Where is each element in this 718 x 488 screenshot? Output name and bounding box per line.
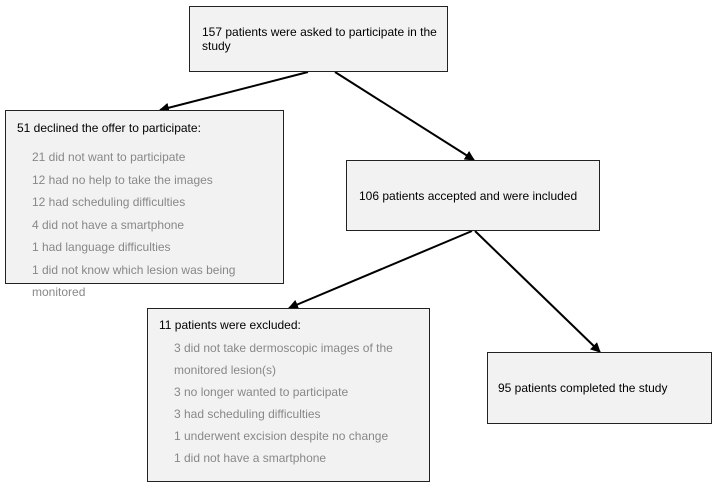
- declined-reason: 12 had no help to take the images: [32, 172, 213, 187]
- node-accepted-text: 106 patients accepted and were included: [359, 188, 578, 203]
- node-asked-text: 157 patients were asked to participate i…: [202, 25, 437, 53]
- declined-reason: 12 had scheduling difficulties: [32, 195, 186, 209]
- declined-reason: 1 had language difficulties: [32, 240, 171, 254]
- excluded-reason: 3 had scheduling difficulties: [174, 407, 321, 421]
- excluded-reason: 3 no longer wanted to participate: [174, 385, 349, 399]
- node-declined: 51 declined the offer to participate: 21…: [5, 110, 284, 300]
- arrow-top-to-declined: [159, 71, 309, 113]
- excluded-reason: 1 underwent excision despite no change: [174, 429, 389, 443]
- node-accepted: 106 patients accepted and were included: [346, 160, 600, 231]
- declined-reason: 4 did not have a smartphone: [32, 217, 185, 232]
- node-asked: 157 patients were asked to participate i…: [189, 6, 448, 72]
- arrow-top-to-accepted: [334, 71, 475, 161]
- excluded-reason: 3 did not take dermoscopic images of the…: [174, 341, 393, 377]
- arrow-accepted-to-completed: [474, 230, 601, 353]
- declined-reason: 21 did not want to participate: [32, 150, 186, 164]
- node-declined-title: 51 declined the offer to participate:: [17, 121, 201, 135]
- excluded-reason: 1 did not have a smartphone: [174, 451, 327, 465]
- node-excluded: 11 patients were excluded: 3 did not tak…: [147, 308, 430, 482]
- node-excluded-title: 11 patients were excluded:: [159, 318, 301, 332]
- declined-reason: 1 did not know which lesion was being mo…: [32, 262, 236, 300]
- node-completed-text: 95 patients completed the study: [498, 381, 668, 395]
- arrow-accepted-to-excluded: [288, 230, 473, 310]
- node-completed: 95 patients completed the study: [487, 352, 712, 424]
